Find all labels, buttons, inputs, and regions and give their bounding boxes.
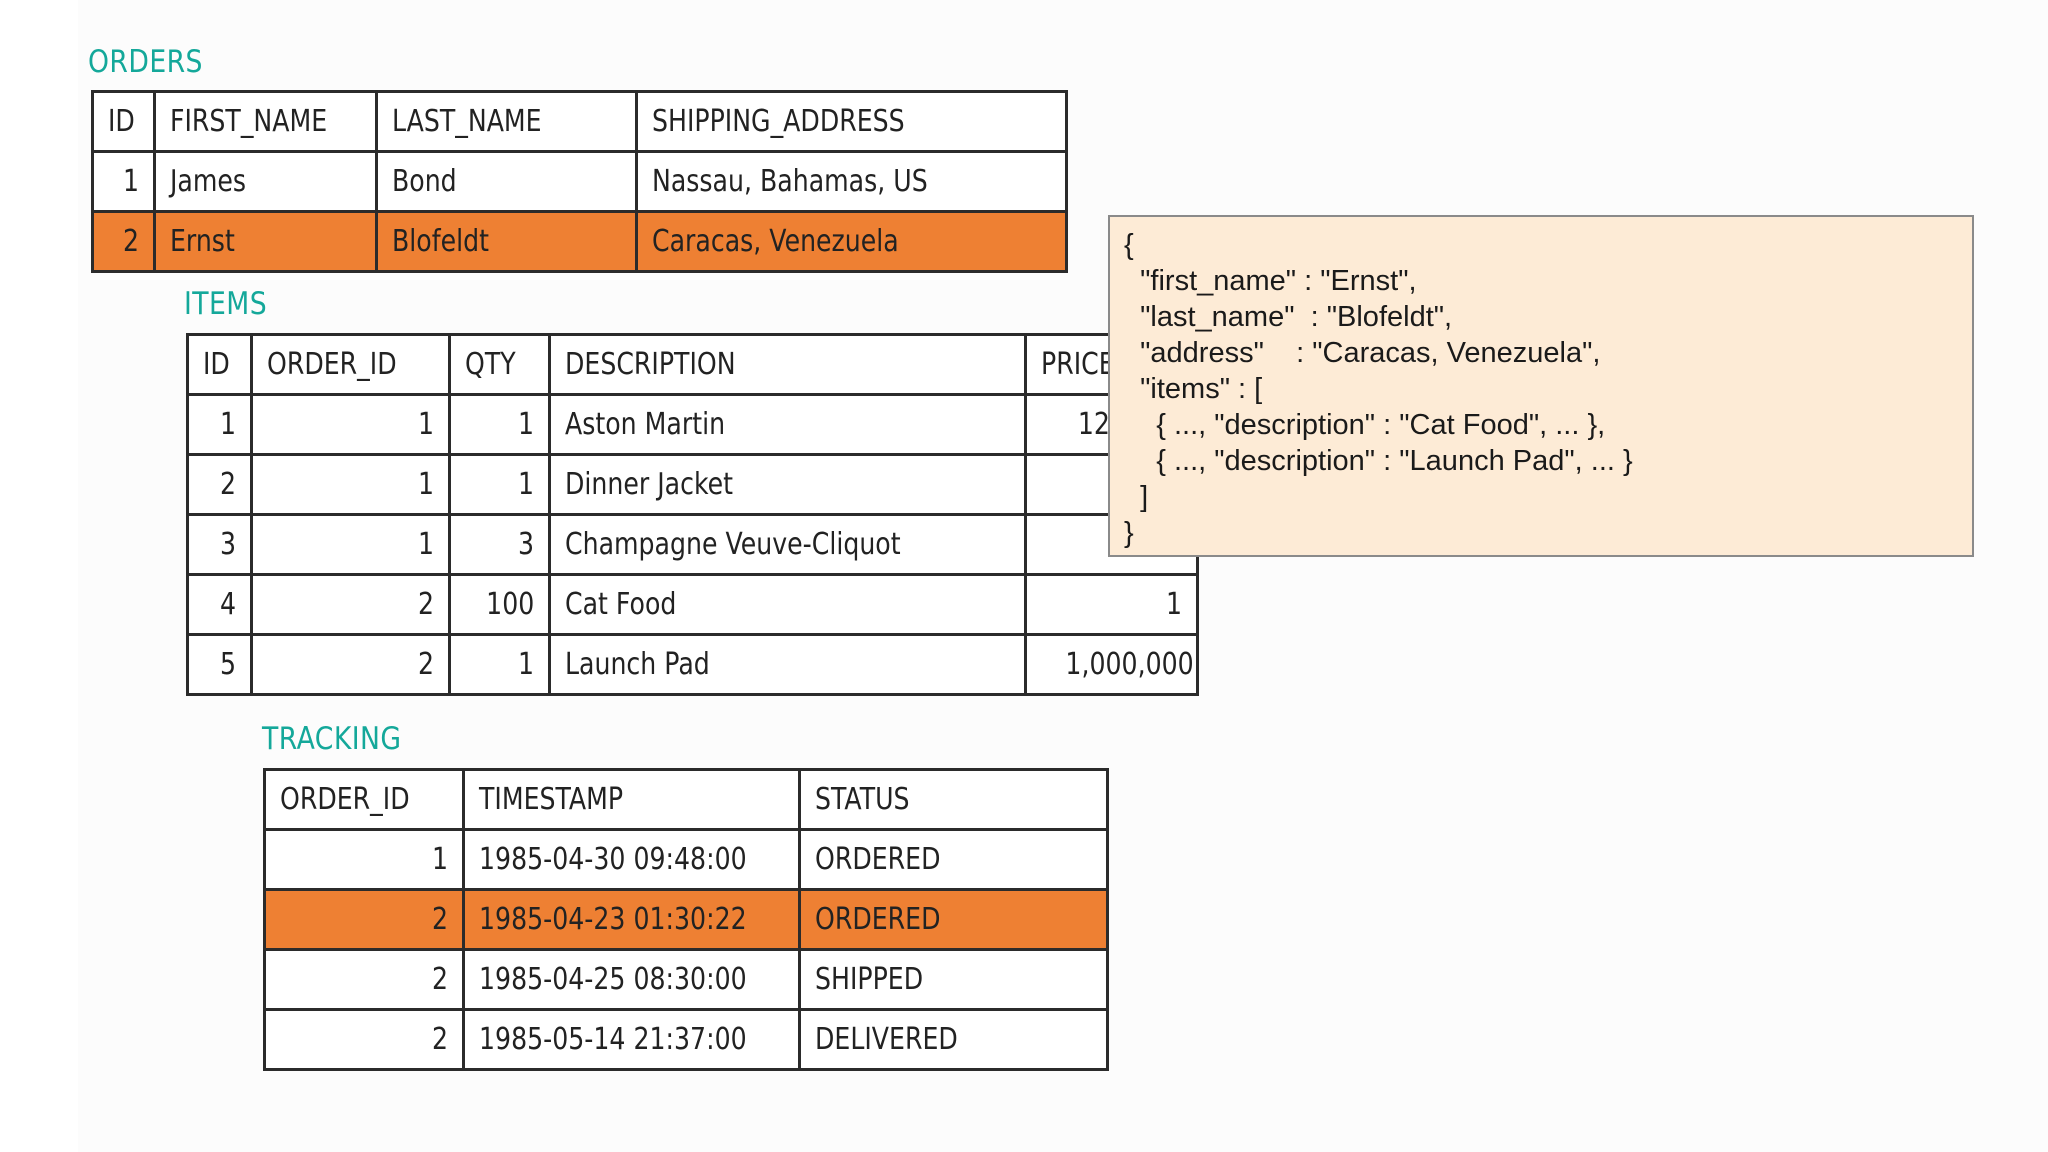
table-cell: 1985-04-23 01:30:22: [462, 888, 801, 951]
column-header-last-name: LAST_NAME: [375, 90, 638, 153]
table-cell: DELIVERED: [798, 1008, 1109, 1071]
table-row: 3 1 3 Champagne Veuve-Cliquot 100: [186, 513, 1199, 576]
table-row: 2 1985-05-14 21:37:00 DELIVERED: [263, 1008, 1109, 1071]
table-cell: 2: [263, 1008, 465, 1071]
orders-title: ORDERS: [88, 44, 203, 80]
table-row: 2 1985-04-25 08:30:00 SHIPPED: [263, 948, 1109, 1011]
json-line: {: [1124, 229, 1134, 261]
table-cell: 1: [250, 513, 451, 576]
column-header-timestamp: TIMESTAMP: [462, 768, 801, 831]
table-cell: 5: [186, 633, 253, 696]
table-cell: James: [153, 150, 378, 213]
items-table: ID ORDER_ID QTY DESCRIPTION PRICE 1 1 1 …: [186, 333, 1199, 696]
column-header-order-id: ORDER_ID: [263, 768, 465, 831]
table-row: 5 2 1 Launch Pad 1,000,000: [186, 633, 1199, 696]
table-cell: 1985-05-14 21:37:00: [462, 1008, 801, 1071]
table-cell: 4: [186, 573, 253, 636]
table-cell: 2: [263, 888, 465, 951]
table-row: 2 1 1 Dinner Jacket 40: [186, 453, 1199, 516]
tracking-title: TRACKING: [262, 721, 402, 757]
json-line: ]: [1124, 481, 1149, 513]
column-header-status: STATUS: [798, 768, 1109, 831]
table-cell: 1: [250, 393, 451, 456]
json-document-box: { "first_name" : "Ernst", "last_name" : …: [1108, 215, 1974, 557]
table-cell: Ernst: [153, 210, 378, 273]
table-cell: Blofeldt: [375, 210, 638, 273]
table-cell: Aston Martin: [548, 393, 1027, 456]
table-cell: ORDERED: [798, 888, 1109, 951]
json-line: { ..., "description" : "Cat Food", ... }…: [1124, 409, 1606, 441]
json-line: "first_name" : "Ernst",: [1124, 265, 1417, 297]
table-cell: 1: [91, 150, 156, 213]
table-cell: Nassau, Bahamas, US: [635, 150, 1068, 213]
table-cell: 1: [263, 828, 465, 891]
json-line: }: [1124, 517, 1134, 549]
column-header-qty: QTY: [448, 333, 551, 396]
column-header-description: DESCRIPTION: [548, 333, 1027, 396]
table-cell: 2: [250, 573, 451, 636]
json-line: "items" : [: [1124, 373, 1263, 405]
table-cell: Bond: [375, 150, 638, 213]
table-cell: 1985-04-30 09:48:00: [462, 828, 801, 891]
table-cell: Caracas, Venezuela: [635, 210, 1068, 273]
table-cell: 1985-04-25 08:30:00: [462, 948, 801, 1011]
table-cell: 1,000,000: [1024, 633, 1199, 696]
table-cell: 2: [91, 210, 156, 273]
column-header-shipping-address: SHIPPING_ADDRESS: [635, 90, 1068, 153]
table-cell: 2: [186, 453, 253, 516]
tracking-header-row: ORDER_ID TIMESTAMP STATUS: [263, 768, 1109, 831]
table-row-highlighted: 2 1985-04-23 01:30:22 ORDERED: [263, 888, 1109, 951]
table-row-highlighted: 2 Ernst Blofeldt Caracas, Venezuela: [91, 210, 1068, 273]
table-cell: 1: [250, 453, 451, 516]
table-cell: Champagne Veuve-Cliquot: [548, 513, 1027, 576]
table-cell: 1: [448, 633, 551, 696]
items-header-row: ID ORDER_ID QTY DESCRIPTION PRICE: [186, 333, 1199, 396]
table-cell: Dinner Jacket: [548, 453, 1027, 516]
table-row: 1 1 1 Aston Martin 120,000: [186, 393, 1199, 456]
table-cell: 1: [1024, 573, 1199, 636]
items-title: ITEMS: [184, 286, 268, 322]
table-cell: SHIPPED: [798, 948, 1109, 1011]
tracking-table: ORDER_ID TIMESTAMP STATUS 1 1985-04-30 0…: [263, 768, 1109, 1071]
column-header-first-name: FIRST_NAME: [153, 90, 378, 153]
table-cell: 100: [448, 573, 551, 636]
table-cell: 1: [186, 393, 253, 456]
table-cell: 1: [448, 393, 551, 456]
column-header-id: ID: [91, 90, 156, 153]
table-cell: 3: [448, 513, 551, 576]
table-cell: ORDERED: [798, 828, 1109, 891]
table-cell: 1: [448, 453, 551, 516]
json-line: { ..., "description" : "Launch Pad", ...…: [1124, 445, 1633, 477]
table-cell: 2: [250, 633, 451, 696]
column-header-order-id: ORDER_ID: [250, 333, 451, 396]
json-line: "address" : "Caracas, Venezuela",: [1124, 337, 1601, 369]
table-cell: 2: [263, 948, 465, 1011]
orders-table: ID FIRST_NAME LAST_NAME SHIPPING_ADDRESS…: [91, 90, 1068, 273]
json-line: "last_name" : "Blofeldt",: [1124, 301, 1453, 333]
column-header-id: ID: [186, 333, 253, 396]
table-row: 1 1985-04-30 09:48:00 ORDERED: [263, 828, 1109, 891]
table-row: 1 James Bond Nassau, Bahamas, US: [91, 150, 1068, 213]
table-cell: Cat Food: [548, 573, 1027, 636]
table-row: 4 2 100 Cat Food 1: [186, 573, 1199, 636]
orders-header-row: ID FIRST_NAME LAST_NAME SHIPPING_ADDRESS: [91, 90, 1068, 153]
table-cell: 3: [186, 513, 253, 576]
table-cell: Launch Pad: [548, 633, 1027, 696]
